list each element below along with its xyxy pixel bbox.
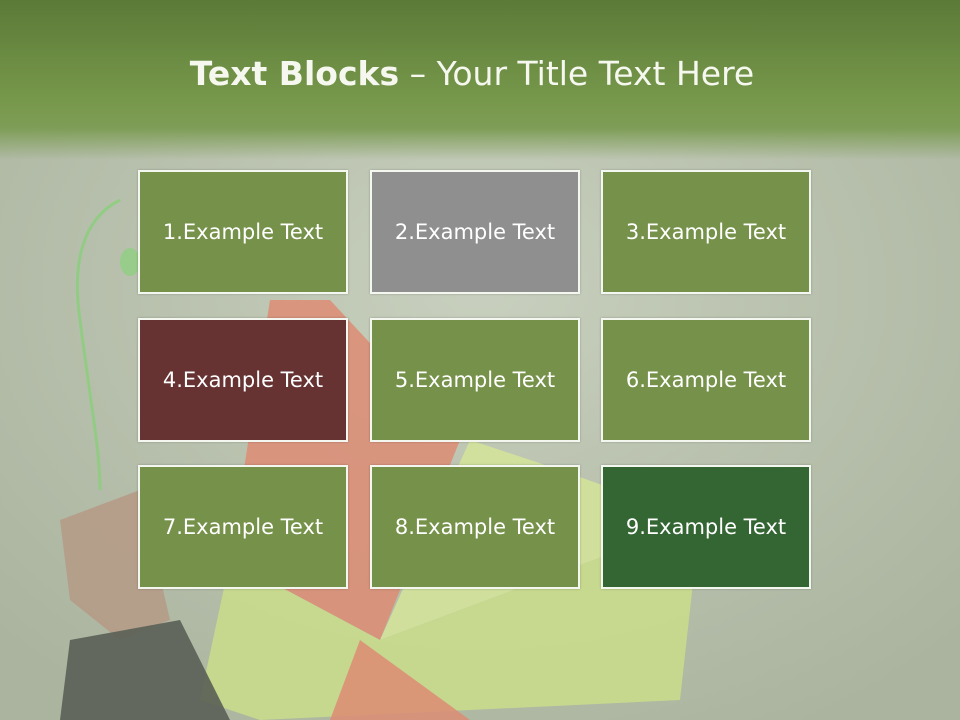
text-block-label: 5.Example Text bbox=[394, 368, 556, 392]
title-bold-text: Text Blocks bbox=[189, 54, 400, 93]
text-block-label: 9.Example Text bbox=[625, 515, 787, 539]
text-block-6[interactable]: 6.Example Text bbox=[601, 318, 811, 442]
text-block-2[interactable]: 2.Example Text bbox=[370, 170, 580, 294]
title-band: Text Blocks – Your Title Text Here bbox=[0, 0, 960, 160]
text-block-label: 4.Example Text bbox=[162, 368, 324, 392]
slide-title: Text Blocks – Your Title Text Here bbox=[0, 54, 944, 93]
text-block-3[interactable]: 3.Example Text bbox=[601, 170, 811, 294]
text-block-label: 7.Example Text bbox=[162, 515, 324, 539]
text-block-label: 1.Example Text bbox=[162, 220, 324, 244]
text-block-4[interactable]: 4.Example Text bbox=[138, 318, 348, 442]
title-separator: – bbox=[399, 54, 437, 93]
text-block-label: 6.Example Text bbox=[625, 368, 787, 392]
title-rest-text: Your Title Text Here bbox=[436, 54, 755, 93]
text-block-5[interactable]: 5.Example Text bbox=[370, 318, 580, 442]
text-block-label: 8.Example Text bbox=[394, 515, 556, 539]
text-block-8[interactable]: 8.Example Text bbox=[370, 465, 580, 589]
text-block-label: 2.Example Text bbox=[394, 220, 556, 244]
text-block-9[interactable]: 9.Example Text bbox=[601, 465, 811, 589]
text-blocks-grid: 1.Example Text 2.Example Text 3.Example … bbox=[138, 170, 818, 595]
text-block-label: 3.Example Text bbox=[625, 220, 787, 244]
text-block-7[interactable]: 7.Example Text bbox=[138, 465, 348, 589]
text-block-1[interactable]: 1.Example Text bbox=[138, 170, 348, 294]
